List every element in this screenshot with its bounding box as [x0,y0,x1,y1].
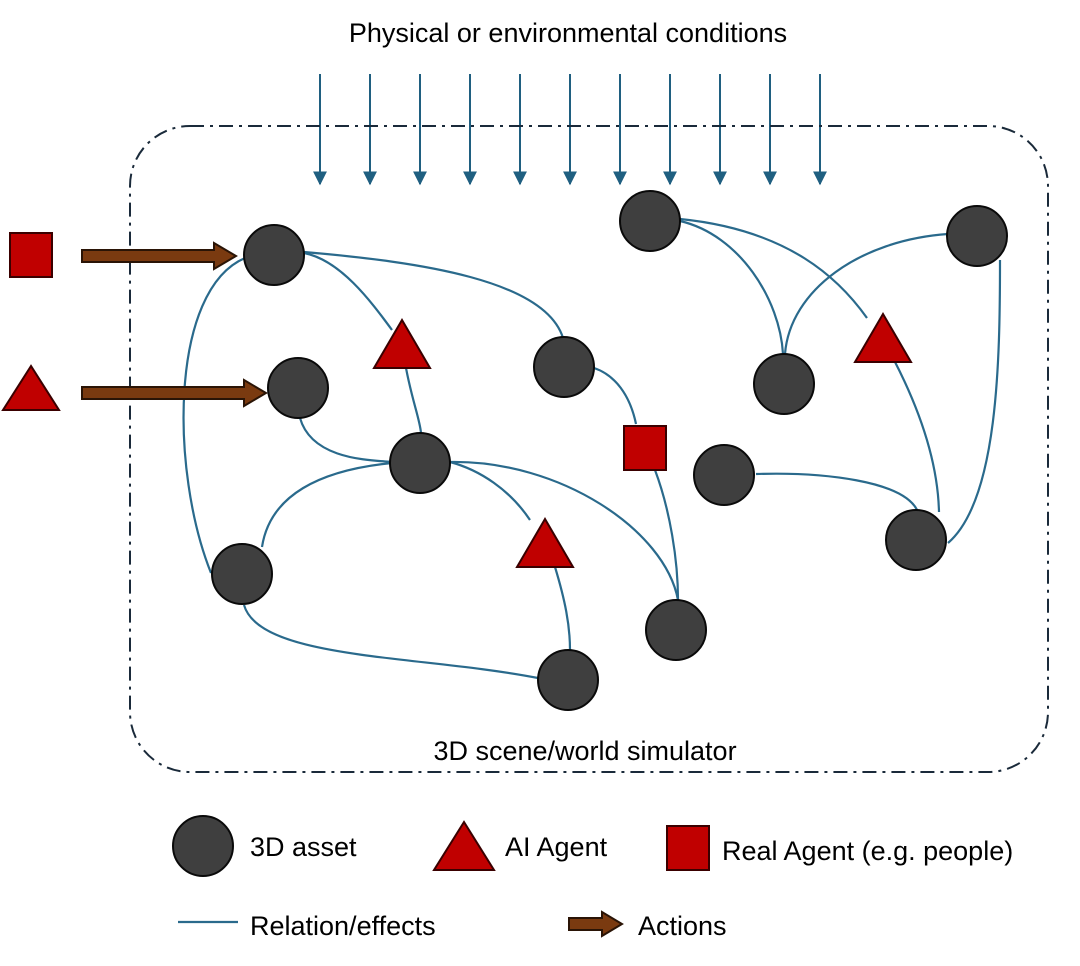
legend-asset-icon [172,815,234,877]
legend-actions-label: Actions [638,911,727,941]
action-arrow-1 [81,241,238,271]
asset-node [537,649,599,711]
asset-node [885,509,947,571]
asset-node [389,432,451,494]
asset-nodes [211,190,1008,711]
asset-node [753,353,815,415]
ai-agent-node [515,517,575,568]
asset-node [243,224,305,286]
legend-asset-label: 3D asset [250,832,357,862]
condition-arrows [313,74,827,186]
legend-ai-agent-label: AI Agent [505,832,608,862]
conditions-title: Physical or environmental conditions [349,18,787,48]
simulator-label: 3D scene/world simulator [433,736,736,766]
real-agent-node [623,425,667,471]
relation-lines [182,217,1002,680]
ai-agent-node [853,312,913,363]
legend: 3D asset AI Agent Real Agent (e.g. peopl… [172,815,1013,941]
asset-node [267,357,329,419]
external-real-agent-square [9,232,53,278]
legend-actions-icon [568,910,624,938]
legend-real-agent-label: Real Agent (e.g. people) [722,836,1013,866]
asset-node [645,599,707,661]
legend-real-agent-icon [666,825,710,871]
action-arrow-2 [81,378,268,408]
legend-ai-agent-icon [432,820,496,871]
legend-relation-label: Relation/effects [250,911,436,941]
simulator-frame [129,125,1049,773]
asset-node [946,205,1008,267]
asset-node [619,190,681,252]
asset-node [693,444,755,506]
ai-agent-node [372,318,432,369]
ai-agent-nodes [372,312,913,568]
asset-node [211,543,273,605]
asset-node [533,336,595,398]
external-ai-agent-triangle [1,364,61,411]
